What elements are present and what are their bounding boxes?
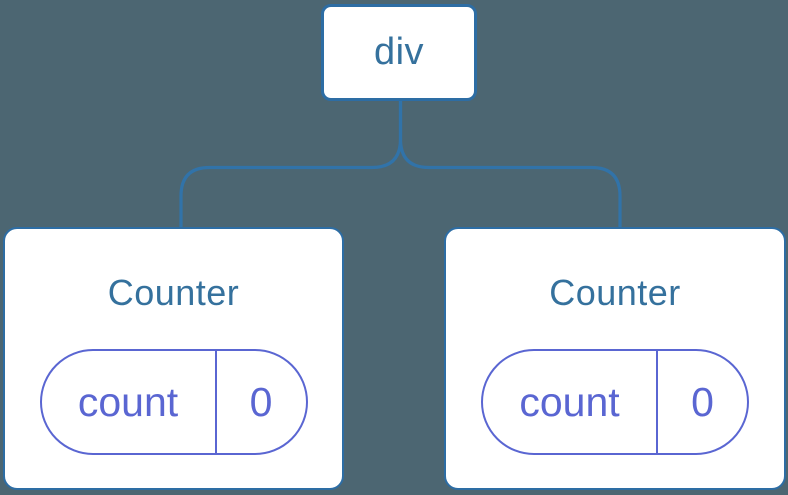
state-pill-divider (214, 351, 217, 453)
state-name: count (519, 378, 620, 425)
state-pill-divider (656, 351, 658, 453)
counter-node-left: Counter count 0 (3, 227, 344, 490)
counter-title: Counter (549, 272, 681, 313)
state-value: 0 (249, 378, 273, 425)
root-node-div: div (321, 4, 477, 101)
state-name: count (77, 378, 179, 425)
state-pill: count 0 (39, 349, 308, 455)
counter-title: Counter (107, 272, 240, 313)
state-pill: count 0 (481, 349, 749, 455)
counter-node-right: Counter count 0 (444, 227, 786, 490)
edge-root-to-left-counter (179, 100, 403, 228)
state-value: 0 (691, 378, 714, 425)
edge-root-to-right-counter (398, 100, 622, 228)
root-node-label: div (373, 31, 425, 73)
